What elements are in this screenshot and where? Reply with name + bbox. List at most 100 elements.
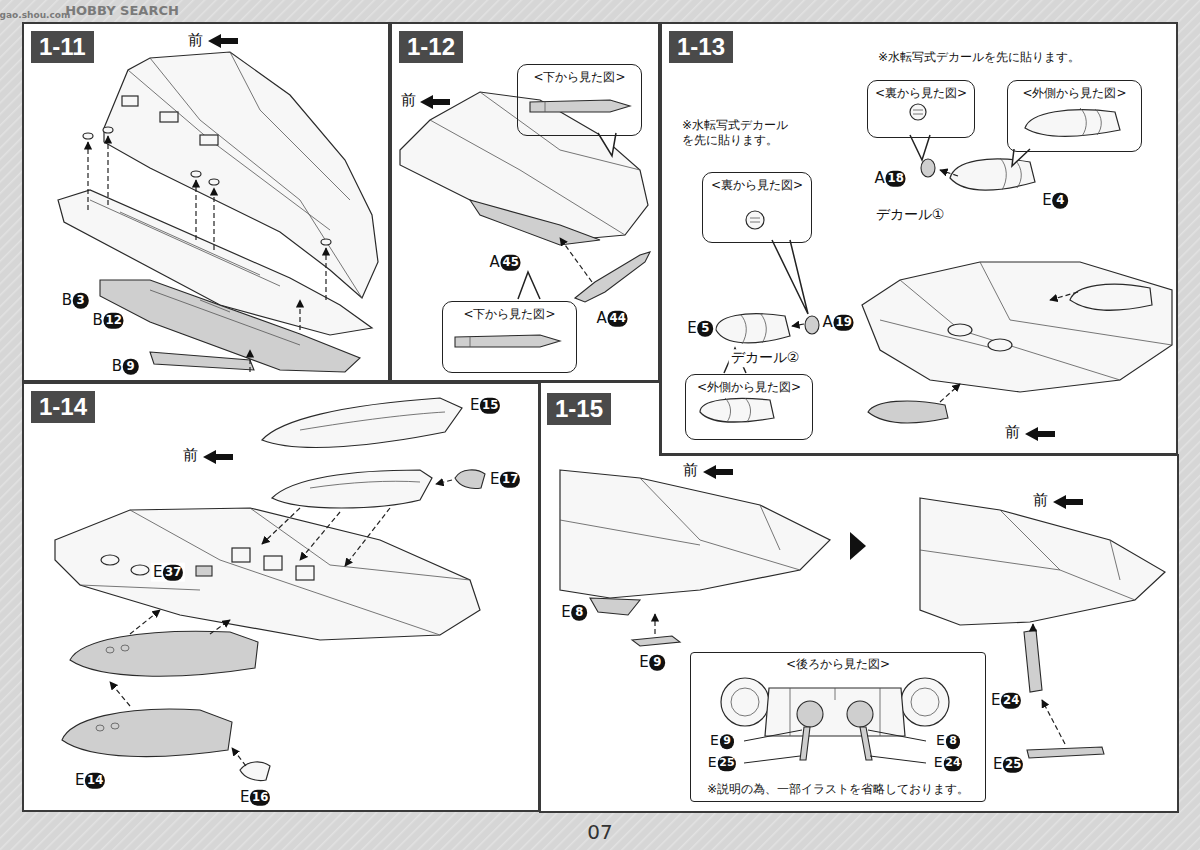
hull-drawing (530, 100, 630, 112)
part-letter: E (710, 732, 719, 748)
hull-drawing (725, 398, 751, 422)
hull-drawing (131, 565, 149, 575)
hull-drawing (300, 412, 445, 430)
callout-number: A44 (594, 309, 629, 328)
hull-drawing (868, 730, 926, 741)
callout-number: E9 (637, 653, 667, 672)
callout-number: B3 (60, 291, 91, 310)
view-title: <後ろから見た図> (786, 656, 890, 673)
part-letter: E (993, 755, 1002, 773)
part-letter: E (561, 603, 570, 621)
part-number: 16 (250, 790, 270, 805)
callout-number: A45 (487, 253, 522, 272)
direction-arrow (703, 465, 733, 479)
hull-drawing (880, 262, 1172, 380)
hull-drawing (1000, 158, 1021, 190)
part-letter: E (470, 396, 479, 414)
hull-drawing (150, 352, 254, 370)
part-letter: E (991, 691, 1000, 709)
hull-drawing (106, 647, 114, 653)
hull-drawing (191, 171, 201, 177)
hull-drawing (195, 180, 196, 240)
direction-arrow (850, 532, 866, 560)
panel-outline (540, 382, 1178, 812)
part-letter: E (639, 653, 648, 671)
part-number: 8 (946, 735, 960, 749)
hull-drawing (300, 512, 340, 560)
hull-drawing (560, 478, 800, 570)
panel-outline (540, 382, 1178, 812)
part-number: 25 (1003, 757, 1023, 772)
hull-drawing (862, 262, 1172, 392)
hull-drawing (107, 136, 108, 205)
part-letter: E (936, 732, 945, 748)
step-panel: 1-13<裏から見た図><外側から見た図><裏から見た図><外側から見た図> (660, 22, 1178, 455)
part-letter: A (874, 169, 884, 187)
hull-drawing (160, 112, 178, 122)
hull-drawing (800, 727, 810, 760)
hull-drawing (103, 127, 113, 133)
rear-view-box: <後ろから見た図> ※説明の為、一部イラストを省略しております。 (690, 652, 986, 802)
hull-drawing (100, 280, 360, 372)
hull-drawing (83, 133, 93, 139)
hull-drawing (232, 748, 246, 766)
hull-drawing (436, 480, 452, 484)
page-number: 07 (585, 820, 614, 845)
hull-drawing (249, 350, 250, 372)
hull-drawing (598, 133, 616, 156)
hull-drawing (1042, 700, 1065, 744)
callout-number: E8 (934, 732, 962, 750)
part-letter: E (153, 563, 162, 581)
step-number: 1-14 (31, 391, 95, 423)
hull-drawing (296, 566, 314, 580)
hull-drawing (130, 610, 160, 634)
callout-number: A19 (820, 313, 855, 332)
note-text: ※説明の為、一部イラストを省略しております。 (707, 781, 969, 798)
callout-number: E37 (151, 563, 185, 582)
part-number: 19 (834, 315, 854, 330)
hull-drawing (1025, 110, 1120, 137)
hull-drawing (210, 620, 230, 634)
hull-drawing (310, 481, 420, 488)
hull-drawing (545, 102, 546, 112)
hull-drawing (232, 548, 250, 562)
view-callout: <裏から見た図> (702, 172, 812, 243)
hull-drawing (797, 701, 823, 727)
callout-number: A18 (872, 169, 907, 188)
hull-drawing (721, 678, 769, 726)
hull-drawing (80, 508, 470, 635)
hull-drawing (213, 188, 214, 250)
callout-number: B9 (110, 357, 141, 376)
step-number: 1-13 (669, 31, 733, 63)
hull-drawing (654, 614, 655, 634)
hull-drawing (1012, 149, 1030, 166)
hull-drawing (470, 200, 600, 245)
callout-number: E24 (932, 754, 964, 772)
hull-drawing (400, 92, 650, 347)
step-panel: 1-11 (22, 22, 390, 382)
hull-drawing (1027, 747, 1104, 758)
callout-number: E14 (73, 771, 107, 790)
hull-drawing (632, 636, 680, 646)
page-ground (540, 382, 1178, 812)
hull-drawing (740, 313, 766, 344)
part-number: 12 (104, 313, 124, 328)
callout-number: E24 (989, 691, 1023, 710)
hull-drawing (111, 723, 119, 729)
direction-label: 前 (1003, 423, 1022, 442)
part-number: 24 (1001, 693, 1021, 708)
callout-number: B12 (90, 311, 125, 330)
hull-drawing (901, 678, 949, 726)
part-number: 45 (501, 255, 521, 270)
part-number: 17 (500, 472, 520, 487)
hull-drawing (590, 598, 640, 615)
hull-drawing (868, 401, 948, 423)
view-callout: <下から見た図> (442, 301, 577, 373)
hull-drawing (1070, 284, 1152, 310)
view-title: <外側から見た図> (697, 379, 801, 396)
step-number: 1-11 (31, 31, 94, 63)
part-number: 8 (572, 605, 587, 620)
